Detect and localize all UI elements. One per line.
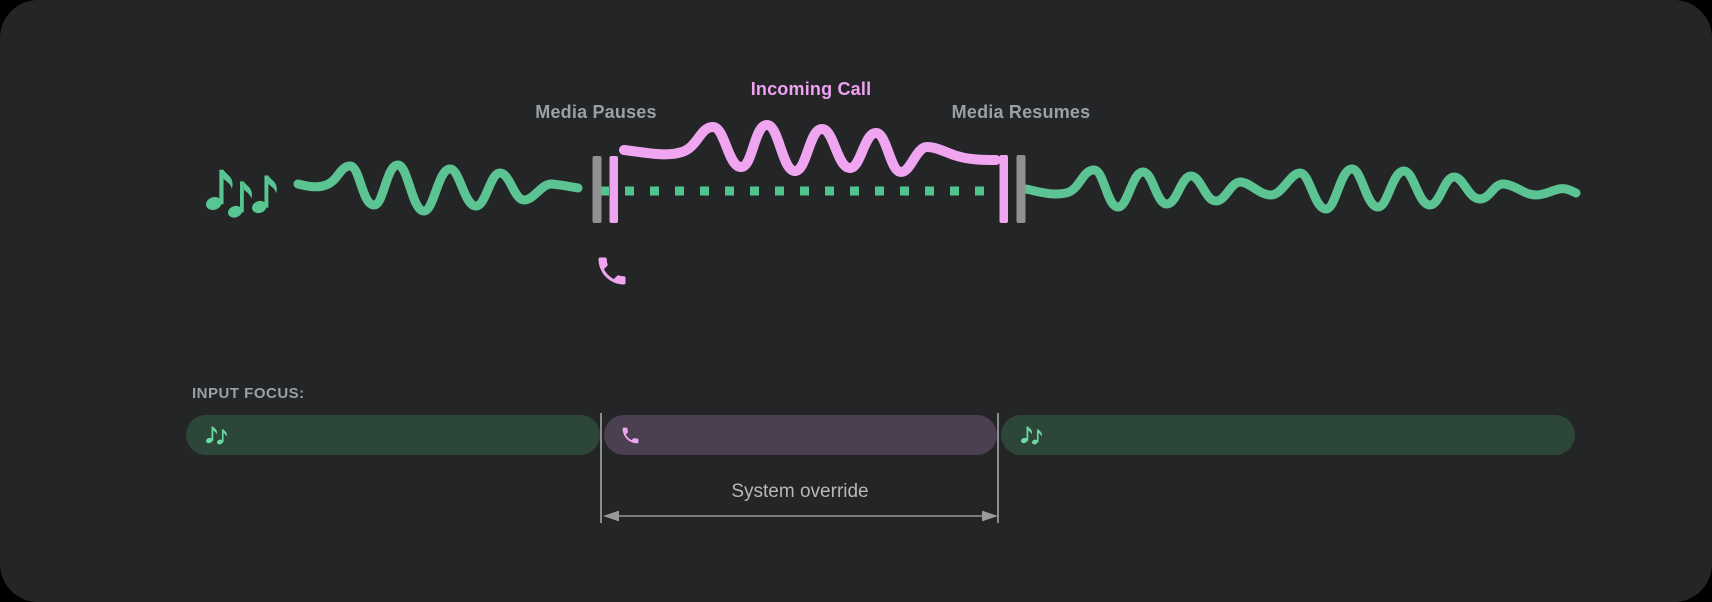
call-wave [619,120,1001,177]
media-wave-before [293,160,583,216]
phone-icon [622,427,639,443]
media-resumes-label: Media Resumes [951,102,1091,122]
incoming-call-label: Incoming Call [750,79,872,99]
override-start-line [600,413,602,523]
system-override-label: System override [731,481,869,502]
focus-bar-media-after [1001,415,1575,455]
media-wave-after [1021,164,1581,214]
music-notes-icon [204,169,277,220]
focus-bar-media-before [186,415,600,455]
call-start-marker-pink [609,156,618,223]
music-notes-icon [1021,426,1042,445]
input-focus-label: INPUT FOCUS: [192,385,305,402]
override-end-line [997,413,999,523]
media-resume-marker-gray [1016,155,1026,223]
audio-timeline-graphic [204,120,1581,285]
phone-icon [598,257,626,285]
media-pause-marker-gray [592,156,602,223]
music-notes-icon [206,426,227,445]
call-end-marker-pink [999,155,1008,223]
media-pauses-label: Media Pauses [535,102,657,122]
system-override-range-arrow [603,510,998,522]
focus-bar-call [604,415,997,455]
